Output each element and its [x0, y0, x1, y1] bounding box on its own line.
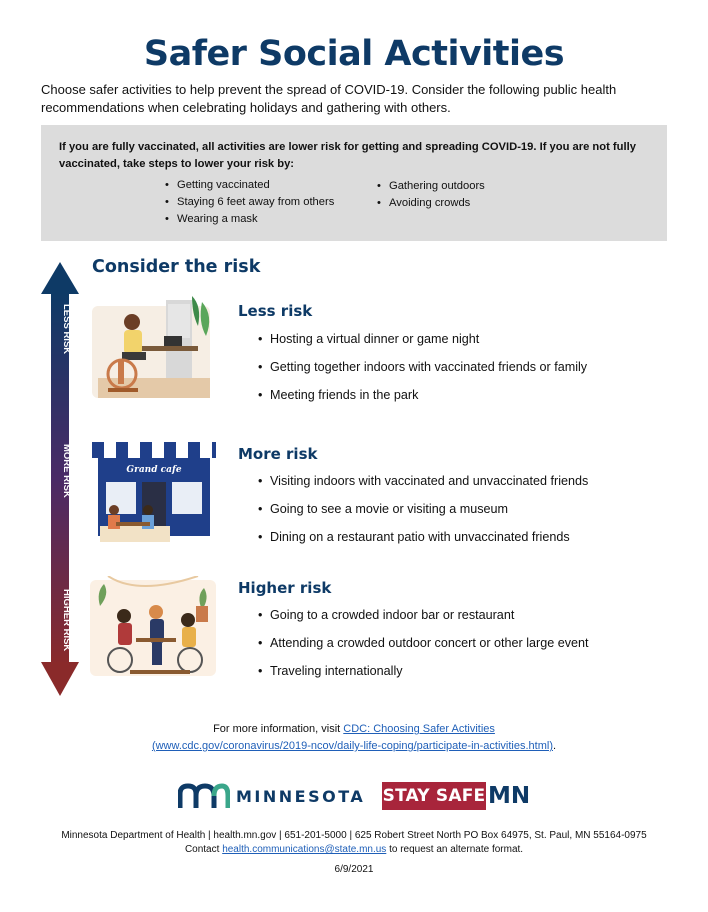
activity-item: Going to see a movie or visiting a museu…	[258, 501, 588, 529]
intro-text: Choose safer activities to help prevent …	[41, 82, 617, 115]
crowded-restaurant-illustration	[90, 576, 216, 676]
arrow-label-less-risk: LESS RISK	[61, 304, 72, 354]
footer-contact-prefix: Contact	[184, 844, 223, 855]
activity-item: Attending a crowded outdoor concert or o…	[258, 635, 589, 663]
precaution-item: Getting vaccinated	[165, 177, 334, 194]
less-risk-heading: Less risk	[238, 302, 313, 320]
precaution-item: Gathering outdoors	[377, 178, 485, 195]
precaution-item: Avoiding crowds	[377, 195, 485, 212]
stay-safe-mn-label: MN	[488, 783, 531, 809]
risk-scale-arrow: LESS RISK MORE RISK HIGHER RISK	[41, 262, 79, 696]
publication-date: 6/9/2021	[334, 864, 374, 875]
precaution-item: Wearing a mask	[165, 211, 334, 228]
activity-item: Going to a crowded indoor bar or restaur…	[258, 607, 589, 635]
home-laptop-illustration	[92, 296, 210, 398]
arrow-label-higher-risk: HIGHER RISK	[61, 589, 72, 651]
activity-item: Getting together indoors with vaccinated…	[258, 359, 587, 387]
cdc-url-link[interactable]: (www.cdc.gov/coronavirus/2019-ncov/daily…	[151, 740, 553, 752]
activity-item: Dining on a restaurant patio with unvacc…	[258, 529, 588, 557]
more-risk-heading: More risk	[238, 445, 318, 463]
higher-risk-heading: Higher risk	[238, 579, 332, 597]
page-title: Safer Social Activities	[143, 34, 565, 74]
consider-risk-heading: Consider the risk	[92, 257, 261, 277]
email-link[interactable]: health.communications@state.mn.us	[222, 844, 387, 855]
activity-item: Hosting a virtual dinner or game night	[258, 331, 587, 359]
minnesota-logo-icon	[178, 783, 230, 808]
less-risk-list: Hosting a virtual dinner or game night G…	[258, 331, 587, 415]
arrow-label-more-risk: MORE RISK	[61, 444, 72, 498]
footer-contact-suffix: to request an alternate format.	[386, 844, 524, 855]
arrow-head-up-icon	[41, 262, 79, 294]
arrow-head-down-icon	[41, 662, 79, 696]
vaccination-info-box: If you are fully vaccinated, all activit…	[41, 125, 667, 241]
precautions-list-left: Getting vaccinated Staying 6 feet away f…	[165, 177, 334, 228]
cafe-illustration: Grand cafe	[92, 442, 216, 542]
stay-safe-label: STAY SAFE	[382, 782, 486, 810]
footer-contact-line: Minnesota Department of Health | health.…	[61, 830, 647, 841]
precautions-list-right: Gathering outdoors Avoiding crowds	[377, 178, 485, 212]
cafe-sign: Grand cafe	[126, 465, 181, 475]
more-risk-list: Visiting indoors with vaccinated and unv…	[258, 473, 588, 557]
cdc-link[interactable]: CDC: Choosing Safer Activities	[343, 723, 495, 735]
more-info-text: For more information, visit CDC: Choosin…	[0, 721, 708, 755]
info-box-text: If you are fully vaccinated, all activit…	[59, 141, 636, 170]
more-info-suffix: .	[553, 740, 557, 752]
more-info-prefix: For more information, visit	[213, 723, 344, 735]
stay-safe-mn-logo: STAY SAFE MN	[382, 782, 532, 810]
activity-item: Traveling internationally	[258, 663, 589, 691]
activity-item: Meeting friends in the park	[258, 387, 587, 415]
footer: Minnesota Department of Health | health.…	[0, 829, 708, 857]
activity-item: Visiting indoors with vaccinated and unv…	[258, 473, 588, 501]
higher-risk-list: Going to a crowded indoor bar or restaur…	[258, 607, 589, 691]
awning	[92, 442, 216, 458]
precaution-item: Staying 6 feet away from others	[165, 194, 334, 211]
minnesota-logo-text: MINNESOTA	[236, 787, 366, 806]
